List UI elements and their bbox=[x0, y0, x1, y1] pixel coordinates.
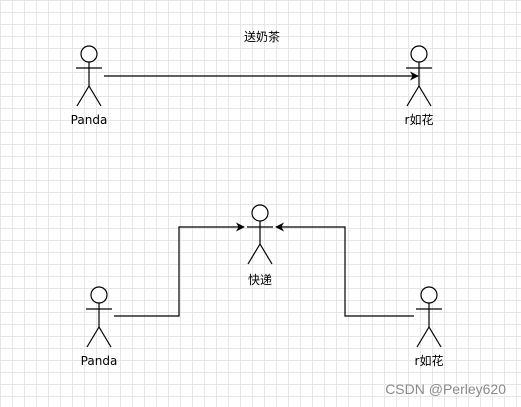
actor-label-panda-bottom: Panda bbox=[81, 354, 118, 368]
actor-label-panda-top: Panda bbox=[71, 113, 108, 127]
connector-ruhua-to-courier[interactable] bbox=[275, 222, 414, 317]
watermark-text: CSDN @Perley620 bbox=[385, 381, 506, 397]
actor-ruhua-bottom[interactable] bbox=[416, 286, 442, 348]
actor-ruhua-top[interactable] bbox=[406, 45, 432, 107]
actor-panda-bottom[interactable] bbox=[86, 286, 112, 348]
message-label-top: 送奶茶 bbox=[244, 29, 280, 44]
actor-courier[interactable] bbox=[247, 204, 273, 265]
actor-label-courier: 快递 bbox=[248, 273, 272, 287]
actor-panda-top[interactable] bbox=[76, 45, 102, 107]
actor-label-ruhua-top: r如花 bbox=[405, 112, 434, 127]
connector-panda-to-courier[interactable] bbox=[114, 222, 245, 317]
actor-label-ruhua-bottom: r如花 bbox=[415, 353, 444, 368]
